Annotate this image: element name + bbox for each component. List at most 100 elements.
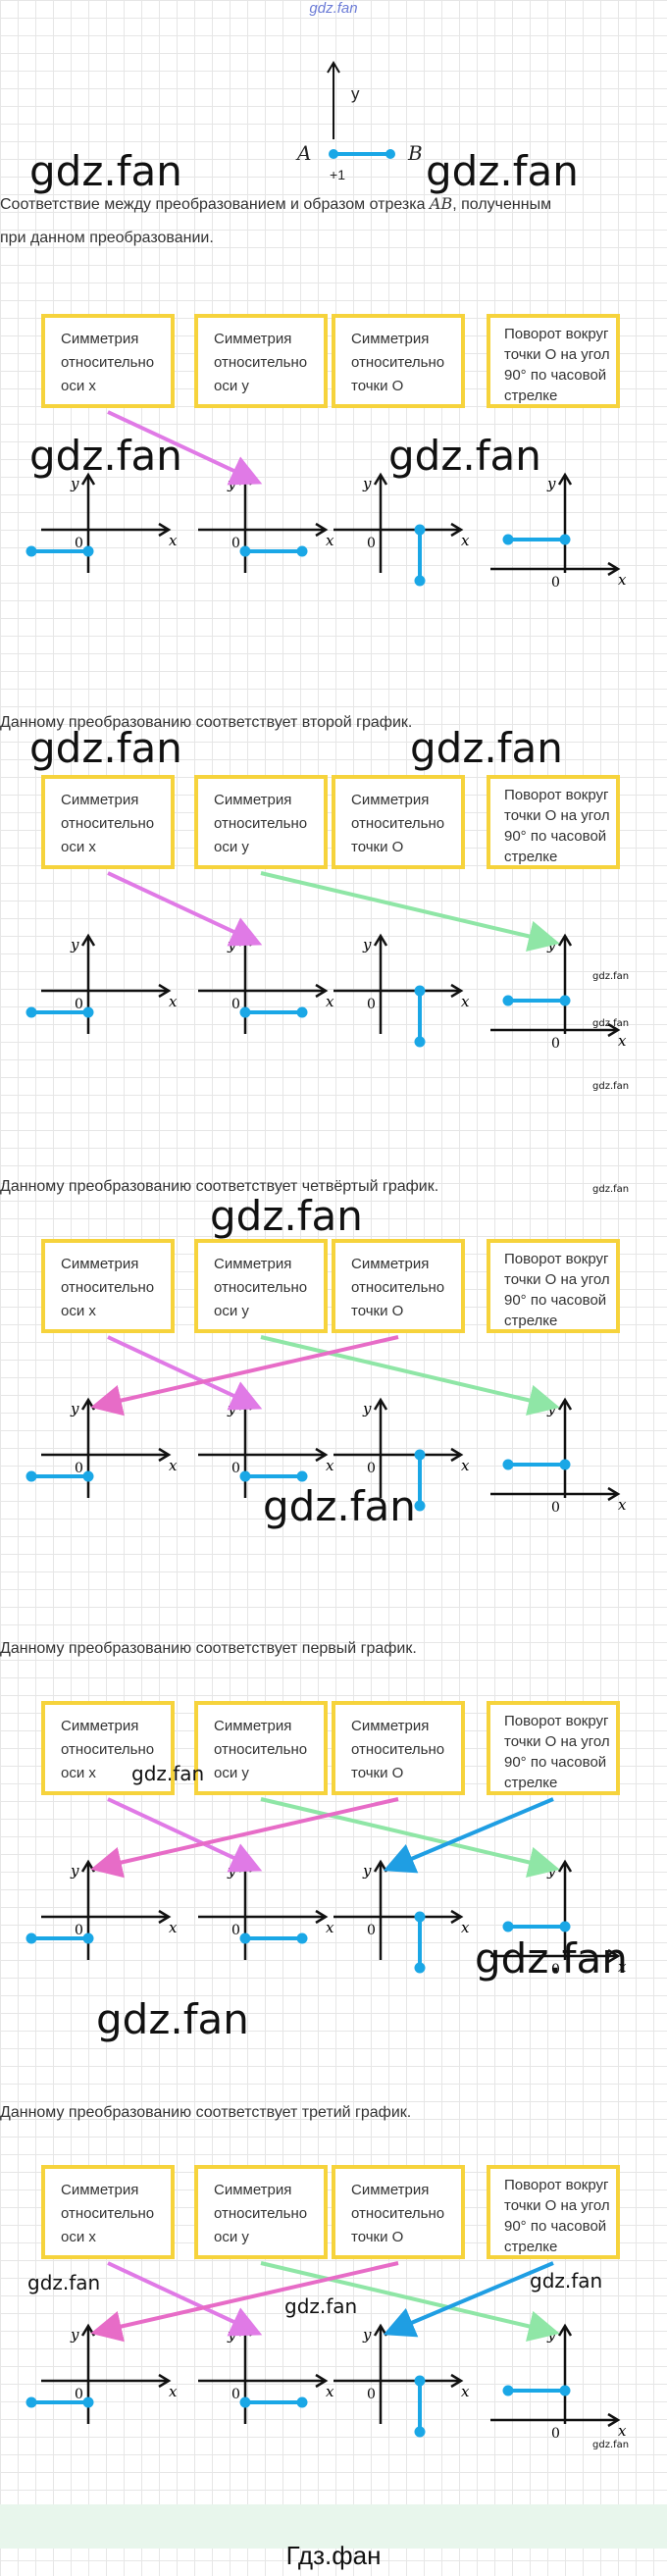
graph-4: xy0 bbox=[490, 933, 627, 1052]
card-line: относительно bbox=[214, 2205, 308, 2222]
x-axis-label: x bbox=[461, 2383, 470, 2400]
card-line: Поворот вокруг bbox=[504, 1713, 609, 1729]
graph-1: xy0 bbox=[26, 472, 178, 573]
origin-label: 0 bbox=[75, 1923, 83, 1938]
footer-bar bbox=[0, 2504, 667, 2549]
graph-3: xy0 bbox=[334, 2323, 470, 2438]
card-line: относительно bbox=[351, 815, 445, 832]
segment-image bbox=[414, 1449, 426, 1512]
segment-point bbox=[296, 1006, 308, 1018]
y-axis-label: y bbox=[70, 2326, 79, 2344]
segment-image bbox=[26, 545, 94, 557]
graph-2: xy0 bbox=[198, 1859, 334, 1960]
x-axis-label: x bbox=[326, 1919, 334, 1936]
card-line: Симметрия bbox=[61, 1718, 139, 1734]
card-line: Симметрия bbox=[351, 1718, 430, 1734]
site-logo-top[interactable]: gdz.fan bbox=[309, 0, 358, 17]
card-line: Поворот вокруг bbox=[504, 787, 609, 803]
origin-label: 0 bbox=[75, 997, 83, 1012]
graph-3: xy0 bbox=[334, 1859, 470, 1974]
y-axis-label: y bbox=[70, 1862, 79, 1880]
watermark: gdz.fan bbox=[388, 432, 541, 480]
segment-point bbox=[502, 2385, 514, 2396]
transformation-card-4: Поворот вокруг точки O на угол 90° по часо… bbox=[487, 775, 620, 869]
card-line: Симметрия bbox=[61, 2182, 139, 2198]
card-line: точки O bbox=[351, 1303, 404, 1319]
card-line: точки O на угол bbox=[504, 1733, 610, 1750]
origin-label: 0 bbox=[231, 1461, 240, 1476]
segment-point bbox=[414, 575, 426, 587]
segment-point bbox=[502, 1921, 514, 1932]
intro-description: Соответствие между преобразованием и обр… bbox=[0, 194, 552, 213]
segment-point bbox=[559, 534, 571, 545]
footer-site-name[interactable]: Гдз.фан bbox=[285, 2541, 382, 2570]
match-arrow bbox=[383, 2261, 554, 2338]
answer-text: Данному преобразованию соответствует тре… bbox=[0, 2104, 412, 2121]
segment-point bbox=[296, 1932, 308, 1944]
graph-3: xy0 bbox=[334, 472, 470, 587]
watermark: gdz.fan bbox=[592, 2440, 630, 2450]
card-line: 90° по часовой bbox=[504, 1292, 607, 1309]
segment-point bbox=[26, 1932, 37, 1944]
origin-label: 0 bbox=[551, 1500, 560, 1516]
match-arrow bbox=[90, 1797, 399, 1879]
card-line: относительно bbox=[214, 815, 308, 832]
card-line: 90° по часовой bbox=[504, 828, 607, 845]
card-line: оси x bbox=[61, 2229, 96, 2245]
watermark: gdz.fan bbox=[263, 1482, 416, 1530]
graph-3: xy0 bbox=[334, 933, 470, 1048]
card-line: оси y bbox=[214, 1303, 249, 1319]
card-line: относительно bbox=[214, 1741, 308, 1758]
watermark: gdz.fan bbox=[210, 1192, 363, 1240]
match-arrow bbox=[107, 410, 263, 486]
segment-point bbox=[414, 524, 426, 536]
matching-arrows bbox=[90, 2261, 560, 2343]
origin-label: 0 bbox=[551, 575, 560, 591]
y-axis-label: y bbox=[70, 1400, 79, 1417]
graph-4: xy0 bbox=[490, 1397, 627, 1516]
segment-point bbox=[414, 985, 426, 997]
segment-point bbox=[82, 1006, 94, 1018]
origin-label: 0 bbox=[231, 997, 240, 1012]
segment-point bbox=[414, 1449, 426, 1461]
card-line: Симметрия bbox=[214, 1718, 292, 1734]
origin-label: 0 bbox=[231, 536, 240, 551]
graph-1: xy0 bbox=[26, 2323, 178, 2424]
watermark: gdz.fan bbox=[592, 1184, 630, 1195]
card-line: относительно bbox=[351, 354, 445, 371]
card-line: стрелке bbox=[504, 1775, 558, 1791]
segment-image bbox=[502, 995, 571, 1006]
card-line: Поворот вокруг bbox=[504, 1251, 609, 1267]
match-arrow bbox=[260, 871, 560, 953]
watermark: gdz.fan bbox=[426, 147, 579, 195]
card-line: оси y bbox=[214, 1765, 249, 1781]
card-line: относительно bbox=[214, 354, 308, 371]
intro-axis-label: y bbox=[351, 84, 360, 103]
watermark: gdz.fan bbox=[27, 2271, 101, 2294]
x-axis-label: x bbox=[618, 2422, 627, 2440]
card-line: точки O bbox=[351, 839, 404, 855]
x-axis-label: x bbox=[461, 532, 470, 549]
segment-point bbox=[559, 2385, 571, 2396]
card-line: Симметрия bbox=[214, 2182, 292, 2198]
segment-point bbox=[296, 2396, 308, 2408]
origin-label: 0 bbox=[75, 536, 83, 551]
x-axis-label: x bbox=[618, 1032, 627, 1050]
transformation-card-2: Симметрия относительно оси y bbox=[194, 1701, 328, 1795]
segment-point bbox=[239, 1006, 251, 1018]
card-line: точки O на угол bbox=[504, 807, 610, 824]
graph-2: xy0 bbox=[198, 933, 334, 1034]
card-line: Поворот вокруг bbox=[504, 2177, 609, 2193]
graph-4: xy0 bbox=[490, 472, 627, 591]
segment-point bbox=[414, 1911, 426, 1923]
graph-2: xy0 bbox=[198, 472, 334, 573]
x-axis-label: x bbox=[326, 1457, 334, 1474]
origin-label: 0 bbox=[75, 1461, 83, 1476]
card-line: стрелке bbox=[504, 1313, 558, 1329]
